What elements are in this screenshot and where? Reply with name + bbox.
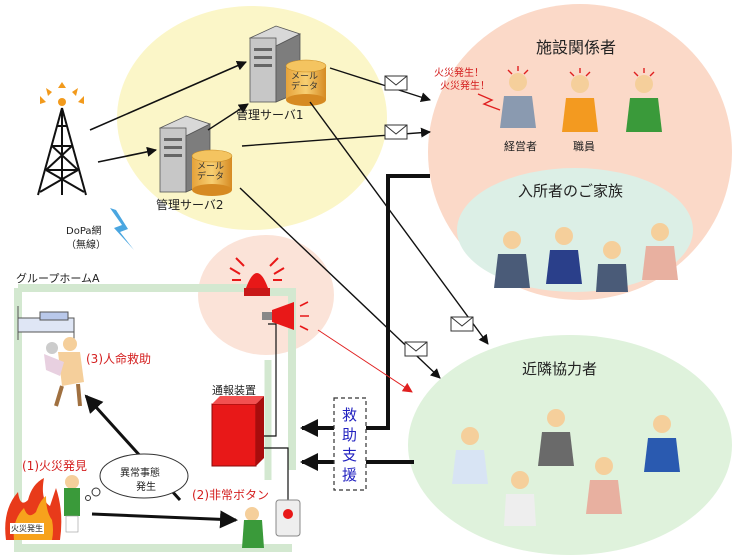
neighbors-title: 近隣協力者 (522, 360, 598, 378)
person-staff-icon (626, 68, 662, 132)
rescue-char: 救 (342, 406, 358, 424)
neighbor-icon (586, 457, 622, 514)
database1-label: メール データ (291, 72, 319, 92)
manager-label: 経営者 (504, 140, 537, 153)
server2-label: 管理サーバ2 (156, 198, 224, 212)
person-staff-icon (562, 68, 598, 132)
grouphome-label: グループホームA (16, 272, 100, 285)
neighbor-icon (538, 409, 574, 466)
device-label: 通報装置 (212, 384, 256, 397)
mail-envelope-icon (450, 316, 474, 332)
bubble-line2: 発生 (136, 482, 156, 493)
thought-bubble (85, 453, 189, 501)
family-title: 入所者のご家族 (518, 182, 624, 200)
staff-label: 職員 (573, 140, 595, 153)
arrow-server1-neighbors (309, 101, 489, 345)
family-member-icon (596, 241, 628, 292)
rescue-char: 助 (342, 426, 358, 444)
person-manager-icon (500, 66, 536, 128)
fire-alert-text-1: 火災発生！ (434, 68, 484, 79)
database2-label: メール データ (197, 162, 225, 182)
arrow-server1-facility (329, 67, 431, 103)
rescue-char: 支 (342, 446, 358, 464)
antenna-signal (40, 82, 84, 106)
fire-label: 火災発生 (10, 523, 44, 534)
step3-label: (3)人命救助 (86, 352, 151, 366)
antenna-tower (37, 107, 87, 196)
emergency-button-icon (275, 499, 301, 537)
database2-icon (191, 149, 233, 196)
person-walking-icon (64, 475, 80, 533)
rescuer-carrying-person (44, 337, 84, 407)
arrow-tower-server2 (97, 146, 157, 163)
grouphome-route-bottom (14, 288, 292, 552)
arrow-server2-server1 (207, 103, 249, 131)
rotating-light-icon (229, 257, 285, 296)
bubble-line1: 異常事態 (120, 468, 160, 479)
alert-zigzag (477, 93, 501, 111)
rescue-support-box (333, 397, 367, 491)
bed-icon (17, 306, 75, 340)
family-member-icon (494, 231, 530, 288)
server1-label: 管理サーバ1 (236, 108, 304, 122)
alarm-device-icon (211, 396, 264, 467)
neighbor-icon (504, 471, 536, 526)
mail-envelope-icon (384, 75, 408, 91)
arrow-tower-server1 (89, 61, 247, 131)
neighbor-icon (644, 415, 680, 472)
mail-envelope-icon (384, 124, 408, 140)
step1-label: (1)火災発見 (22, 459, 87, 473)
device-connection (256, 323, 277, 437)
network-sub-label: （無線） (66, 240, 106, 251)
neighbor-icon (452, 427, 488, 484)
rescue-char: 援 (342, 466, 358, 484)
fire-alert-text-2: 火災発生！ (440, 81, 490, 92)
button-connection (256, 447, 289, 500)
step2-label: (2)非常ボタン (192, 488, 269, 502)
wireless-bolt-icon (110, 208, 134, 250)
siren-speaker-icon (262, 301, 309, 331)
alert-signal-line (317, 329, 413, 393)
family-member-icon (546, 227, 582, 284)
person-pressing-button-icon (242, 507, 264, 548)
database1-icon (285, 59, 327, 106)
network-label: DoPa網 (66, 226, 102, 237)
arrow-to-button (91, 510, 238, 529)
facility-title: 施設関係者 (536, 38, 617, 57)
family-member-icon (642, 223, 678, 280)
mail-envelope-icon (404, 341, 428, 357)
